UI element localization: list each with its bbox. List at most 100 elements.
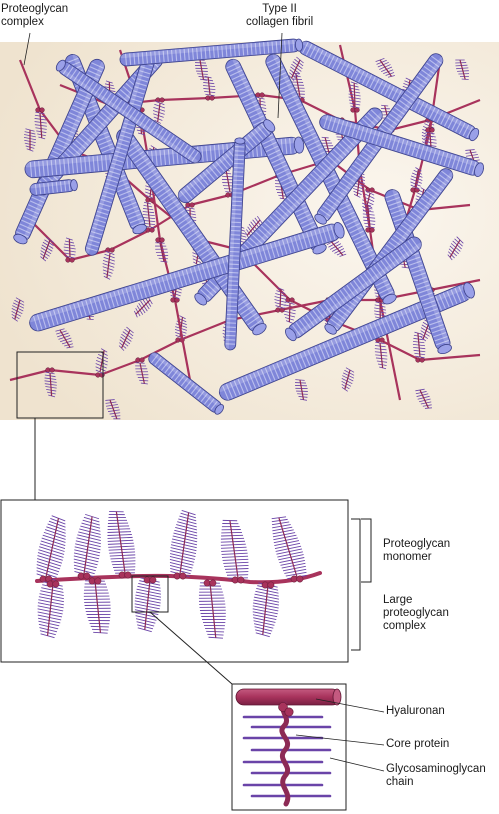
large-complex-bracket bbox=[351, 518, 361, 651]
label-line: Type II bbox=[262, 3, 297, 15]
link-protein bbox=[65, 257, 75, 263]
core-protein bbox=[115, 511, 126, 574]
link-protein bbox=[203, 579, 217, 587]
core-protein bbox=[157, 102, 161, 122]
proteoglycan-monomer bbox=[83, 580, 111, 634]
core-protein bbox=[14, 299, 21, 320]
link-protein bbox=[278, 702, 288, 712]
collagen-fibril bbox=[55, 59, 202, 164]
core-protein bbox=[144, 579, 151, 630]
core-protein bbox=[146, 203, 151, 228]
hyaluronan-backbone bbox=[35, 571, 322, 585]
link-protein bbox=[77, 572, 91, 580]
fibril-banding bbox=[151, 354, 218, 410]
fibril-banding bbox=[124, 39, 295, 66]
collagen-fibril bbox=[29, 179, 78, 196]
proteoglycan-detail-panel bbox=[231, 683, 347, 811]
label-hyaluronan: Hyaluronan bbox=[386, 705, 445, 718]
core-protein bbox=[83, 516, 93, 575]
proteoglycan-monomer bbox=[455, 59, 470, 81]
link-protein bbox=[39, 575, 53, 583]
fibril-end bbox=[70, 179, 78, 192]
core-protein bbox=[135, 299, 151, 315]
fibril-end bbox=[324, 323, 337, 335]
link-protein bbox=[350, 107, 360, 113]
collagen-fibril bbox=[319, 114, 484, 177]
proteoglycan-monomer bbox=[271, 516, 307, 580]
fibril-end bbox=[132, 223, 147, 235]
proteoglycan-monomer bbox=[274, 287, 287, 309]
fibril-banding bbox=[292, 237, 420, 337]
link-protein bbox=[135, 357, 145, 363]
link-protein bbox=[285, 297, 295, 303]
core-protein bbox=[295, 73, 301, 98]
fibril-body bbox=[148, 352, 222, 413]
collagen-fibril bbox=[285, 236, 423, 342]
core-protein bbox=[291, 59, 301, 79]
fibril-end bbox=[214, 404, 224, 415]
proteoglycan-monomer bbox=[374, 341, 388, 370]
proteoglycan-monomer bbox=[447, 236, 464, 261]
link-protein bbox=[155, 237, 165, 243]
core-protein bbox=[39, 112, 43, 138]
proteoglycan-monomer bbox=[169, 509, 198, 577]
label-line: Core protein bbox=[386, 738, 450, 750]
core-protein bbox=[106, 252, 111, 278]
core-protein bbox=[109, 399, 118, 419]
link-protein bbox=[88, 577, 102, 585]
fibril-banding bbox=[62, 64, 199, 162]
fibril-body bbox=[29, 223, 341, 332]
core-protein-leader bbox=[295, 734, 385, 746]
proteoglycan-monomer bbox=[245, 215, 264, 239]
link-protein bbox=[284, 707, 294, 717]
label-line: Proteoglycan bbox=[383, 538, 451, 550]
link-protein bbox=[231, 576, 245, 584]
core-protein bbox=[49, 372, 53, 396]
core-protein bbox=[344, 369, 351, 390]
label-line: chain bbox=[386, 776, 414, 788]
label-proteoglycan-monomer: Proteoglycan monomer bbox=[383, 538, 450, 564]
fibril-end bbox=[285, 327, 297, 342]
core-protein bbox=[42, 239, 51, 259]
fibril-banding bbox=[225, 146, 245, 345]
proteoglycan-monomer bbox=[341, 367, 355, 392]
fibril-end bbox=[252, 323, 267, 336]
collagen-fibril bbox=[224, 137, 246, 351]
fibril-end bbox=[293, 136, 305, 154]
core-protein bbox=[279, 288, 282, 308]
fibril-body bbox=[218, 284, 472, 401]
core-protein bbox=[379, 342, 384, 368]
proteoglycan-monomer bbox=[288, 56, 304, 81]
label-large-proteoglycan-complex: Large proteoglycan complex bbox=[383, 594, 449, 633]
proteoglycan-monomer bbox=[142, 201, 156, 229]
proteoglycan-monomer bbox=[220, 519, 249, 579]
core-protein bbox=[209, 582, 217, 638]
core-protein bbox=[329, 239, 344, 256]
core-protein bbox=[419, 389, 429, 409]
proteoglycan-monomer bbox=[135, 362, 149, 385]
collagen-fibrils bbox=[13, 38, 484, 415]
core-protein bbox=[229, 520, 239, 579]
label-line: proteoglycan bbox=[383, 607, 449, 619]
detail-connector-line bbox=[149, 611, 233, 685]
core-protein bbox=[417, 333, 421, 358]
link-protein bbox=[46, 580, 60, 588]
core-protein bbox=[414, 169, 420, 188]
label-line: Glycosaminoglycan bbox=[386, 763, 486, 775]
proteoglycan-monomer bbox=[105, 399, 121, 420]
fibril-end bbox=[263, 119, 276, 133]
fibril-body bbox=[319, 114, 481, 176]
proteoglycan-monomer bbox=[291, 72, 305, 98]
core-protein bbox=[299, 379, 305, 400]
hyaluronan-strand bbox=[338, 44, 402, 401]
collagen-fibril bbox=[28, 222, 345, 332]
core-protein bbox=[207, 77, 211, 96]
proteoglycan-monomer bbox=[55, 328, 74, 349]
link-protein bbox=[105, 247, 115, 253]
label-line: Proteoglycan bbox=[1, 3, 69, 15]
link-protein bbox=[143, 576, 157, 584]
link-protein bbox=[415, 357, 425, 363]
core-protein bbox=[367, 205, 371, 228]
fibril-end bbox=[314, 213, 327, 225]
hyaluronan-leader bbox=[315, 698, 385, 713]
